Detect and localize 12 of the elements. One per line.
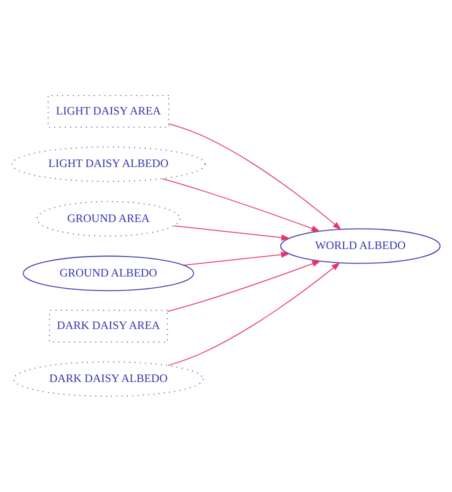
arrow: [167, 260, 321, 312]
arrow: [162, 178, 320, 232]
node-ellipse: GROUND AREA: [36, 201, 180, 236]
node-ellipse: LIGHT DAISY ALBEDO: [11, 146, 206, 182]
node-box: LIGHT DAISY AREA: [48, 95, 170, 128]
node-ellipse: GROUND ALBEDO: [22, 256, 194, 292]
arrow: [168, 262, 340, 366]
arrow: [174, 225, 290, 241]
node-ellipse: DARK DAISY ALBEDO: [13, 361, 204, 397]
node-box: DARK DAISY AREA: [49, 310, 168, 342]
arrow: [184, 252, 290, 266]
arrow: [168, 123, 342, 230]
